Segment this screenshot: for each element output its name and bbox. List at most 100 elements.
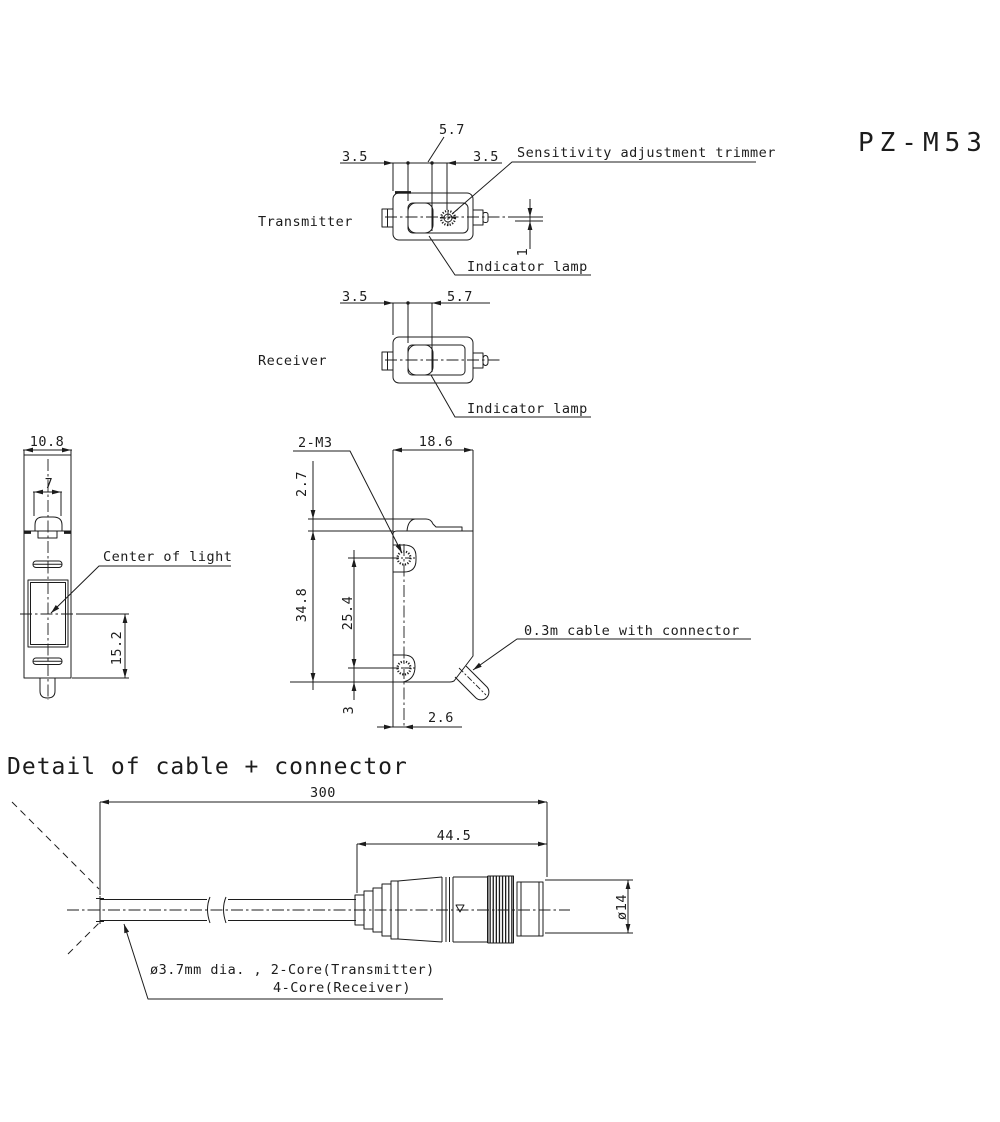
connector-knurled-ring [487,875,514,944]
lens-dome [34,516,63,531]
callout-lamp-leader [430,374,591,418]
break-out-lines [11,801,100,955]
front-stub [472,209,484,226]
connector-triangle-mark [455,904,465,913]
arrowhead [395,543,402,553]
dim-bottom: 3 [341,706,357,715]
callout-cable-leader [472,638,751,671]
callout-lamp-leader [428,235,591,276]
cable-stub-outline [454,665,490,701]
arrowhead [24,447,33,453]
axis-offset-lines [515,199,543,249]
callout-holes-leader [293,450,403,554]
top-boss [37,530,58,539]
arrowhead [538,799,547,805]
dim-height: 34.8 [294,588,310,623]
callout-lamp: Indicator lamp [467,259,588,275]
arrowhead [351,682,357,691]
arrowhead [384,160,393,166]
cable-detail-view: Detail of cable + connector 300 44.5 [7,754,633,1000]
callout-center-of-light: Center of light [103,549,232,565]
callout-trimmer-leader [451,161,756,215]
dim-width: 10.8 [30,434,65,450]
arrowhead [351,558,357,567]
leader-line [427,136,445,163]
depth-dimension [392,449,474,727]
callout-lamp: Indicator lamp [467,401,588,417]
arrowhead [527,221,533,230]
arrowhead [625,880,631,889]
cable-end [96,896,104,924]
connector-strain-relief [354,876,443,943]
dim-right: 3.5 [473,149,499,165]
dim-right: 5.7 [447,289,473,305]
transmitter-top-view: 1 3.5 5.7 3.5 Transmitter Sensitivity ad… [258,122,776,276]
arrowhead [464,447,473,453]
receiver-top-view: 3.5 5.7 Receiver Indicator lamp [258,289,591,418]
arrowhead [384,724,393,730]
arrowhead [351,659,357,668]
arrowhead [527,208,533,217]
hole-boss-lower [393,654,416,683]
arrowhead [384,300,393,306]
front-stub [472,352,484,369]
dim-light-height: 15.2 [109,631,125,666]
trimmer-crosshair [440,210,456,226]
detail-heading: Detail of cable + connector [7,754,408,780]
arrowhead [34,489,43,495]
dim-diameter: ø14 [614,894,630,920]
front-stub-tip [482,212,489,223]
arrowhead [447,160,456,166]
view-label-receiver: Receiver [258,353,327,369]
dim-connector-length: 44.5 [437,828,472,844]
arrowhead [452,206,461,214]
connector-ridges [445,877,454,942]
side-view: 2-M3 18.6 2.7 34.8 25.4 3 2.6 [290,434,751,730]
arrowhead [432,300,441,306]
arrowhead [357,841,366,847]
total-length-dimension [99,801,548,895]
arrowhead [122,669,128,678]
extension-lines [392,163,448,231]
arrowhead [473,662,482,670]
dim-left: 3.5 [342,289,368,305]
arrowhead [310,673,316,682]
callout-cable: 0.3m cable with connector [524,623,740,639]
dim-cable-offset: 2.6 [428,710,454,726]
callout-center-leader [50,565,231,614]
dim-total-length: 300 [310,785,336,801]
page-title: PZ-M53 [858,128,988,158]
dim-depth: 18.6 [419,434,454,450]
hole-boss-upper [393,544,417,573]
sensor-body-outline [392,530,474,683]
dim-center: 5.7 [439,122,465,138]
dim-left: 3.5 [342,149,368,165]
top-bump-profile [406,518,463,532]
dim-axis-offset: 1 [515,248,531,257]
cable-run [100,896,356,924]
arrowhead [625,924,631,933]
arrowhead [310,510,316,519]
arrowhead [62,447,71,453]
hood-outline [23,454,72,532]
lens-outline [407,202,434,234]
arrowhead [124,924,130,934]
dim-lens-width: 7 [45,476,54,492]
connector-end-cap-lines [520,882,540,936]
connector-end-cap [516,881,544,937]
arrowhead [100,799,109,805]
height-dimension [72,613,129,679]
sensor-body-outline [23,530,72,679]
arrowhead [122,614,128,623]
front-stub-tip [482,355,489,366]
arrowhead [310,531,316,540]
dim-hole-pitch: 25.4 [340,596,356,631]
callout-trimmer: Sensitivity adjustment trimmer [517,145,776,161]
dim-top: 2.7 [294,471,310,497]
pitch-dimension [290,550,395,700]
top-dim-extensions [308,518,426,532]
arrowhead [52,489,61,495]
arrowhead [404,724,413,730]
arrowhead [538,841,547,847]
